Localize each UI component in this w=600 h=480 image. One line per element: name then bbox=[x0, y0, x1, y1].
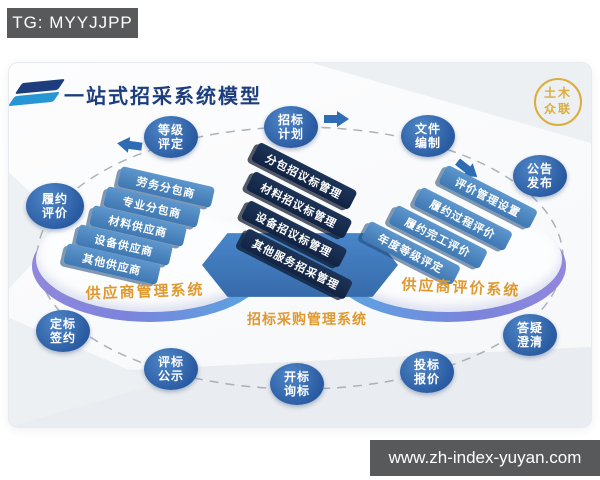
left-system-label: 供应商管理系统 bbox=[85, 281, 205, 303]
node-bid-opening-inquiry: 开标 询标 bbox=[270, 363, 324, 405]
watermark-bottom-right: www.zh-index-yuyan.com bbox=[370, 440, 600, 476]
node-bid-evaluation-publicity: 评标 公示 bbox=[144, 348, 198, 390]
page-title: 一站式招采系统模型 bbox=[64, 86, 262, 108]
watermark-top-left: TG: MYYJJPP bbox=[7, 8, 138, 38]
node-grade-rating: 等级 评定 bbox=[144, 116, 198, 158]
company-seal-icon: 土木 众联 bbox=[534, 78, 582, 126]
node-bidding-plan: 招标 计划 bbox=[264, 106, 318, 148]
node-qa-clarification: 答疑 澄清 bbox=[503, 314, 557, 356]
node-award-and-signing: 定标 签约 bbox=[36, 310, 90, 352]
center-system-label: 招标采购管理系统 bbox=[247, 311, 367, 327]
node-performance-evaluation: 履约 评价 bbox=[26, 183, 84, 229]
node-document-preparation: 文件 编制 bbox=[401, 115, 455, 157]
brand-swoosh-icon bbox=[8, 78, 66, 112]
node-announcement-release: 公告 发布 bbox=[513, 155, 567, 197]
node-bid-quotation: 投标 报价 bbox=[400, 351, 454, 393]
